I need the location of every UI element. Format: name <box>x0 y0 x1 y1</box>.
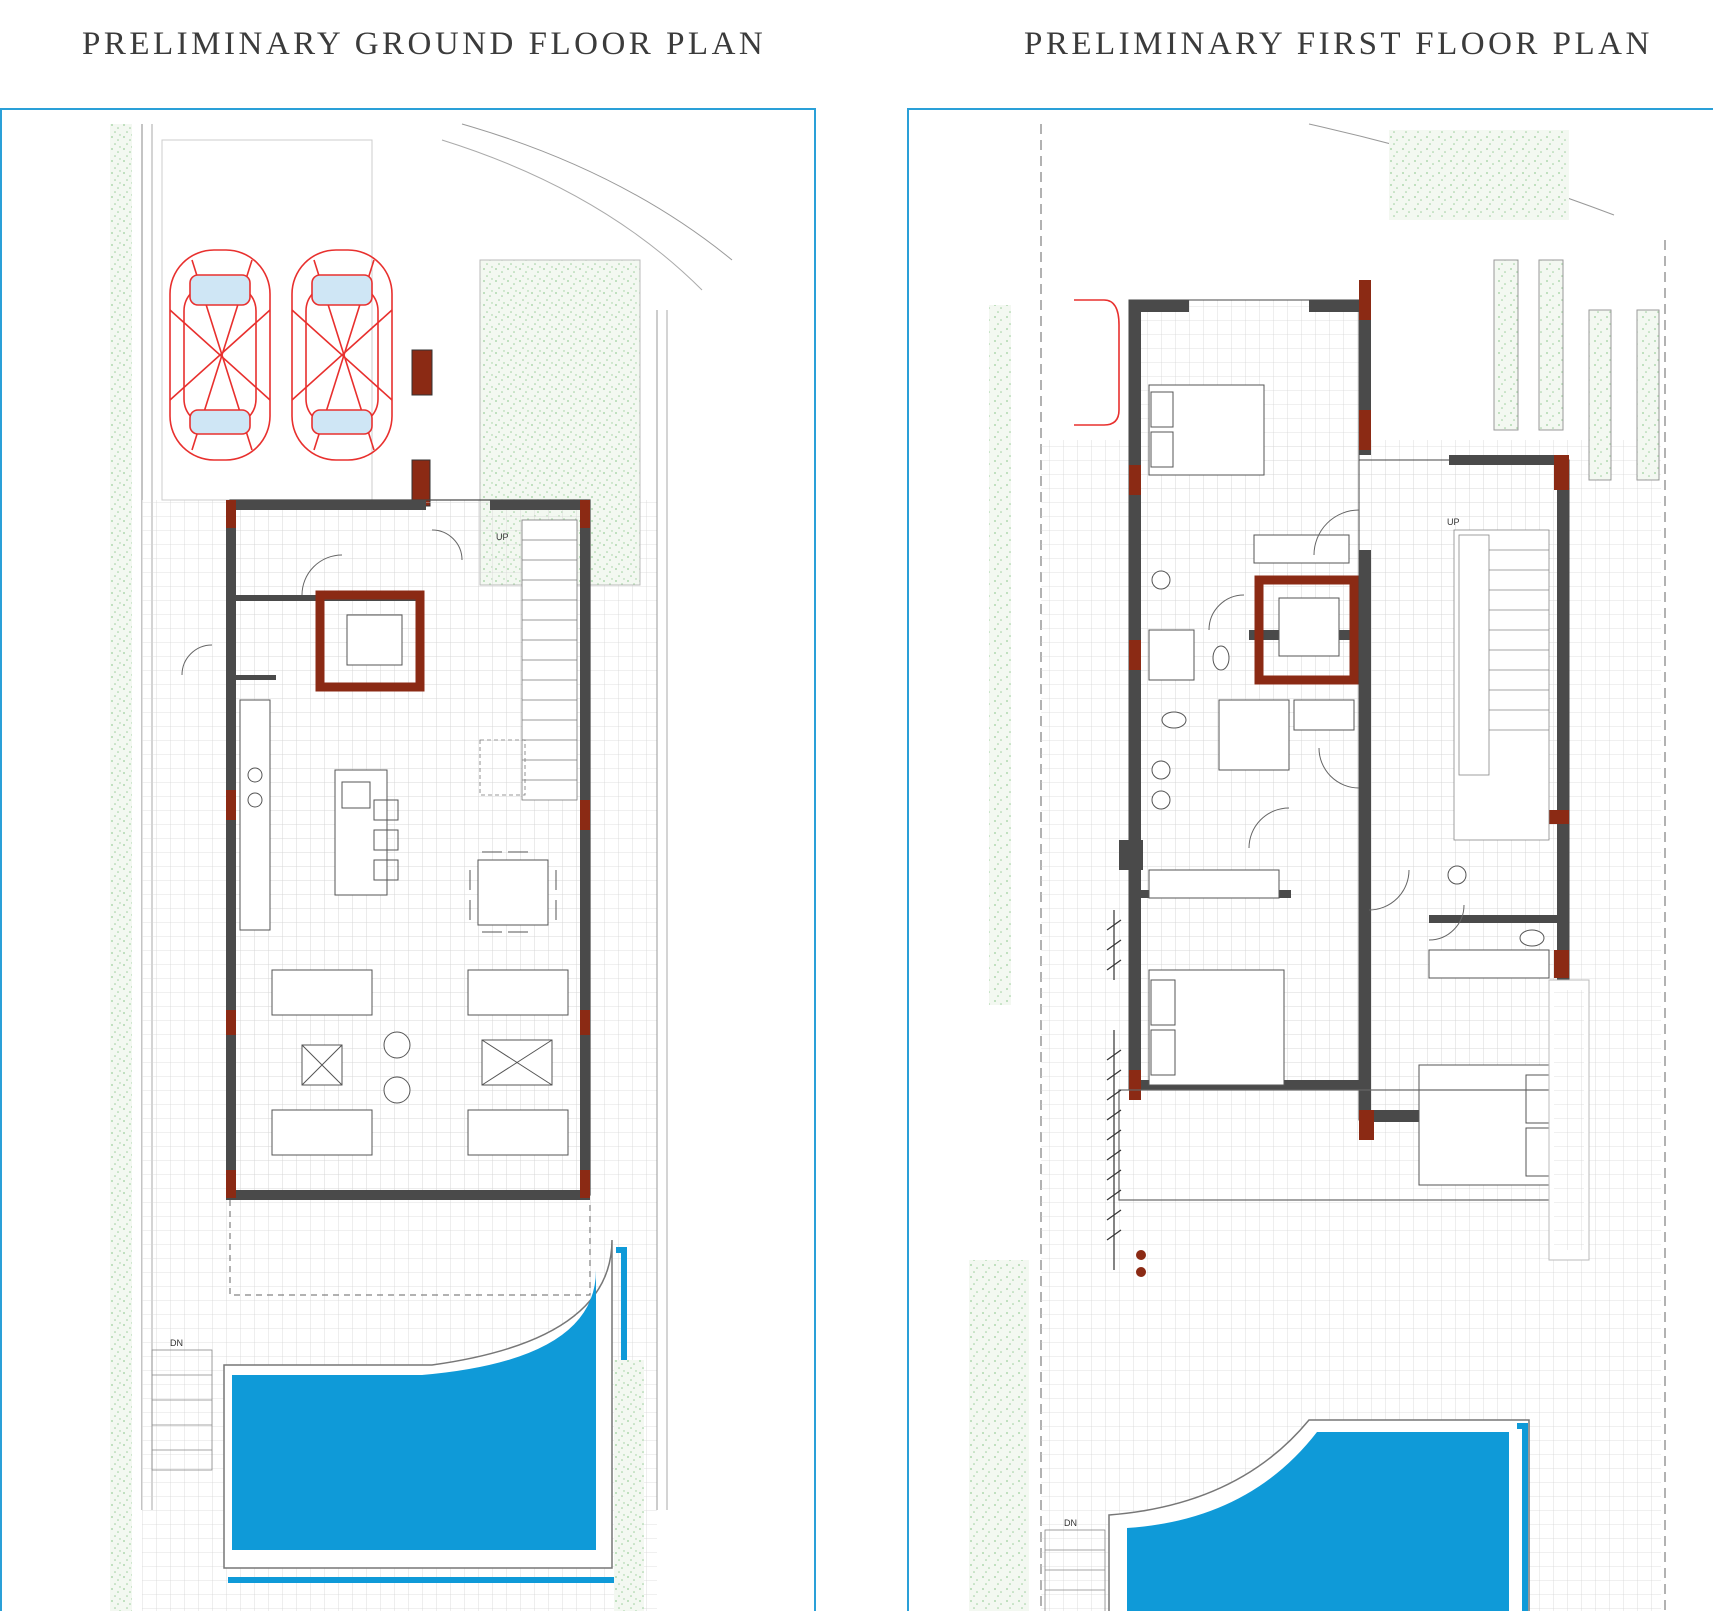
first-floor-plan-frame: UP <box>907 108 1713 1611</box>
sofa-4 <box>467 1109 569 1156</box>
first-floor-plan-drawing: UP <box>969 123 1666 1611</box>
parked-car-1 <box>169 249 271 461</box>
sofa-2 <box>467 969 569 1016</box>
ground-stair-down-label: DN <box>170 1338 183 1348</box>
ground-floor-plan-frame: UP DN <box>0 108 816 1611</box>
dining-table <box>477 859 549 926</box>
left-garden-strip-first <box>989 305 1011 1005</box>
ground-stair-up-label: UP <box>496 532 509 542</box>
first-floor-lift-core <box>1254 575 1359 685</box>
right-garden-strip <box>614 1360 644 1611</box>
ground-floor-staircase <box>479 519 578 801</box>
first-floor-staircase <box>1453 529 1550 841</box>
ground-floor-columns <box>226 500 590 1198</box>
ground-swimming-pool <box>223 1239 627 1583</box>
first-pool-stairs <box>1044 1529 1106 1611</box>
ground-floor-plan-drawing: UP DN <box>110 123 733 1611</box>
sofa-3 <box>271 1109 373 1156</box>
first-floor-plan-title: PRELIMINARY FIRST FLOOR PLAN <box>1024 26 1653 62</box>
left-garden-strip <box>110 124 132 1611</box>
sofa-1 <box>271 969 373 1016</box>
ground-pool-stairs <box>151 1349 213 1471</box>
ground-floor-plan-title: PRELIMINARY GROUND FLOOR PLAN <box>82 26 767 62</box>
first-stair-down-label: DN <box>1064 1518 1077 1528</box>
kitchen-island <box>334 769 388 896</box>
first-floor-swimming-pool <box>1108 1419 1530 1611</box>
kitchen-counter <box>239 699 271 931</box>
first-stair-up-label: UP <box>1447 517 1460 527</box>
parked-car-2 <box>291 249 393 461</box>
lift-core <box>315 590 425 692</box>
